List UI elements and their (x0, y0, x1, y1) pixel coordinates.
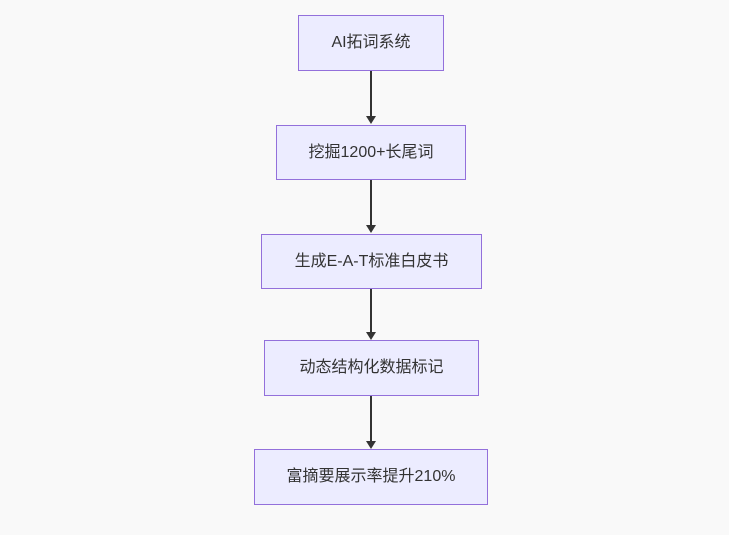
flow-connector-1 (365, 71, 377, 124)
connector-line (370, 289, 372, 334)
flow-node-ai-expansion-system: AI拓词系统 (298, 15, 444, 71)
connector-line (370, 396, 372, 443)
flow-node-eat-whitepaper: 生成E-A-T标准白皮书 (261, 234, 482, 289)
flow-connector-3 (365, 289, 377, 340)
arrowhead-down-icon (366, 332, 376, 340)
arrowhead-down-icon (366, 225, 376, 233)
flow-connector-2 (365, 180, 377, 233)
flow-node-structured-data-markup: 动态结构化数据标记 (264, 340, 479, 396)
arrowhead-down-icon (366, 116, 376, 124)
flow-node-longtail-mining: 挖掘1200+长尾词 (276, 125, 466, 180)
flow-node-rich-snippet-uplift: 富摘要展示率提升210% (254, 449, 488, 505)
arrowhead-down-icon (366, 441, 376, 449)
flow-connector-4 (365, 396, 377, 449)
connector-line (370, 71, 372, 118)
connector-line (370, 180, 372, 227)
